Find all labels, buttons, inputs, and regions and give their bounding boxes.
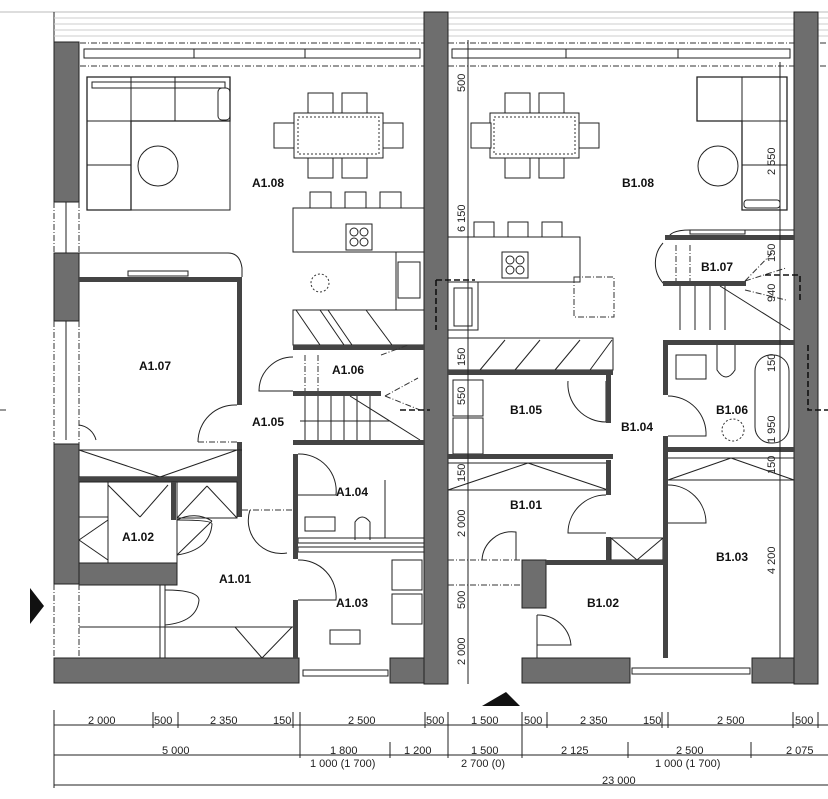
room-label-a1-05: A1.05	[252, 415, 285, 429]
dim-row2: 1 500	[471, 745, 499, 757]
entrance-arrow-right-icon	[30, 588, 44, 624]
unit-a	[53, 76, 430, 677]
dim-2000-b: 2 000	[456, 637, 468, 665]
dim-row2: 2 075	[786, 745, 814, 757]
dim-150-b: 150	[456, 463, 468, 482]
dim-row1: 500	[154, 715, 173, 727]
dim-940: 940	[766, 283, 778, 302]
room-label-a1-06: A1.06	[332, 363, 365, 377]
dim-row2: 2 500	[676, 745, 704, 757]
room-label-b1-08: B1.08	[622, 176, 655, 190]
dim-6150: 6 150	[456, 204, 468, 232]
dim-550: 550	[456, 386, 468, 405]
dim-row1: 2 000	[88, 715, 116, 727]
dim-row2-sub: 1 000 (1 700)	[655, 758, 721, 770]
room-label-a1-03: A1.03	[336, 596, 369, 610]
dim-row1: 500	[426, 715, 445, 727]
dim-2550: 2 550	[766, 147, 778, 175]
dim-row2-sub: 1 000 (1 700)	[310, 758, 376, 770]
dim-150-stair: 150	[766, 243, 778, 262]
dim-150-c: 150	[766, 455, 778, 474]
dim-row1: 2 500	[717, 715, 745, 727]
room-label-b1-01: B1.01	[510, 498, 543, 512]
room-label-a1-01: A1.01	[219, 572, 252, 586]
dim-2000-a: 2 000	[456, 509, 468, 537]
room-label-b1-06: B1.06	[716, 403, 749, 417]
dim-row1: 500	[524, 715, 543, 727]
dim-row2: 5 000	[162, 745, 190, 757]
dim-row1: 2 350	[580, 715, 608, 727]
dining-table-b	[470, 92, 600, 179]
vertical-dimension-chain	[467, 40, 781, 684]
dim-row1: 500	[795, 715, 814, 727]
bottom-dimension-chains	[53, 710, 828, 788]
room-label-b1-07: B1.07	[701, 260, 734, 274]
dim-row2: 2 125	[561, 745, 589, 757]
dim-row1: 150	[273, 715, 292, 727]
room-label-a1-04: A1.04	[336, 485, 369, 499]
room-label-a1-08: A1.08	[252, 176, 285, 190]
walls	[53, 11, 819, 685]
dim-150-bath: 150	[766, 353, 778, 372]
room-label-a1-07: A1.07	[139, 359, 172, 373]
dim-row1: 2 350	[210, 715, 238, 727]
room-label-b1-05: B1.05	[510, 403, 543, 417]
dim-total: 23 000	[602, 775, 636, 787]
room-label-b1-02: B1.02	[587, 596, 620, 610]
dim-row1: 1 500	[471, 715, 499, 727]
room-label-a1-02: A1.02	[122, 530, 155, 544]
room-label-b1-03: B1.03	[716, 550, 749, 564]
room-label-b1-04: B1.04	[621, 420, 654, 434]
dim-row2-sub: 2 700 (0)	[461, 758, 506, 770]
dining-table-a	[273, 92, 404, 179]
dim-row2: 1 800	[330, 745, 358, 757]
dim-500-b: 500	[456, 590, 468, 609]
dim-4200: 4 200	[766, 546, 778, 574]
dim-1950: 1 950	[766, 415, 778, 443]
entrance-arrow-up-icon	[482, 692, 520, 706]
dim-row1: 150	[643, 715, 662, 727]
dim-row1: 2 500	[348, 715, 376, 727]
dim-500-top: 500	[456, 73, 468, 92]
dim-150-a: 150	[456, 347, 468, 366]
unit-b	[435, 76, 828, 675]
dim-row2: 1 200	[404, 745, 432, 757]
